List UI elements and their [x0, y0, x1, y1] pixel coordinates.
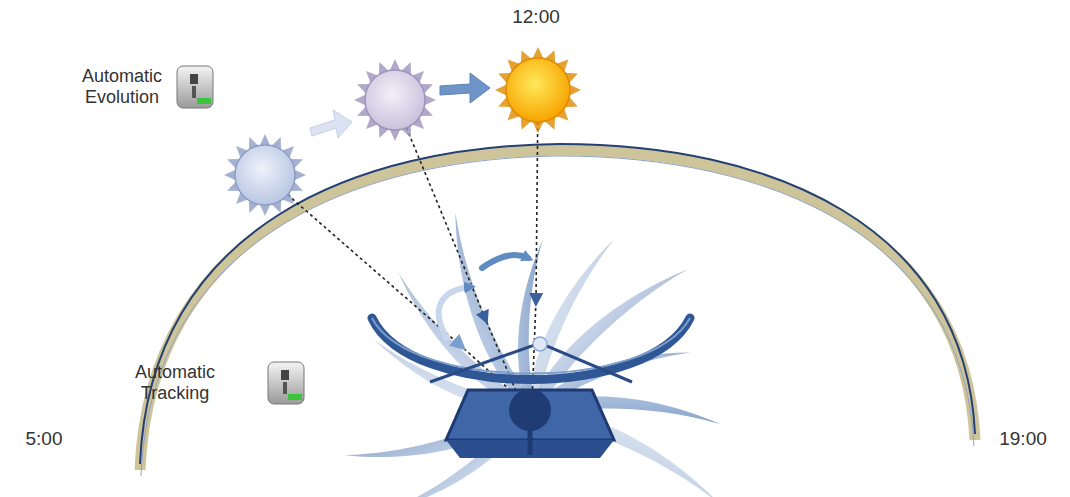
sun-icons	[224, 47, 581, 216]
switch-icon	[177, 66, 213, 108]
mode-label: Automatic Tracking	[125, 362, 225, 403]
time-label: 12:00	[500, 6, 572, 28]
tracker-fronds	[341, 205, 725, 497]
rotation-arrows	[439, 255, 528, 338]
mode-label: Automatic Evolution	[72, 66, 172, 107]
switch-icon	[268, 362, 304, 404]
sky-dome	[140, 144, 975, 476]
time-label: 19:00	[990, 428, 1056, 450]
sun-rays	[265, 92, 538, 408]
tracker-dish	[372, 318, 690, 458]
time-label: 5:00	[14, 428, 74, 450]
